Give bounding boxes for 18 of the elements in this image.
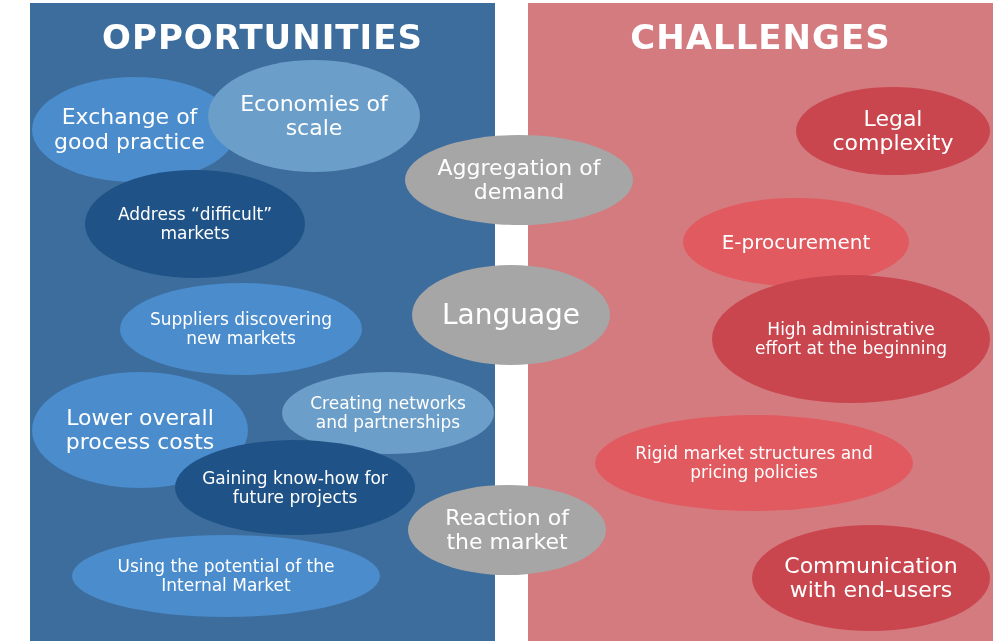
panel-heading: CHALLENGES (629, 17, 892, 57)
bubble-label: Communication with end-users (783, 553, 959, 603)
bubble-label: Address “difficult” markets (116, 205, 274, 243)
bubble-label: Aggregation of demand (436, 155, 602, 205)
bubble-label: Reaction of the market (444, 505, 571, 555)
panel-heading: OPPORTUNITIES (101, 17, 424, 57)
bubble-label: Language (440, 299, 582, 331)
bubble-label: Lower overall process costs (64, 405, 216, 455)
bubble-label: Suppliers discovering new markets (148, 310, 334, 348)
bubble-label: Legal complexity (831, 106, 955, 156)
bubble-label: Gaining know-how for future projects (201, 468, 389, 507)
bubble-label: Economies of scale (239, 91, 390, 141)
bubble-label: E-procurement (720, 231, 872, 253)
bubble-label: Creating networks and partnerships (309, 394, 467, 432)
bubble-label: Using the potential of the Internal Market (116, 557, 336, 595)
bubble-label: Exchange of good practice (53, 105, 206, 154)
bubble-label: High administrative effort at the beginning (754, 320, 948, 358)
bubble-label: Rigid market structures and pricing policies (634, 444, 874, 482)
